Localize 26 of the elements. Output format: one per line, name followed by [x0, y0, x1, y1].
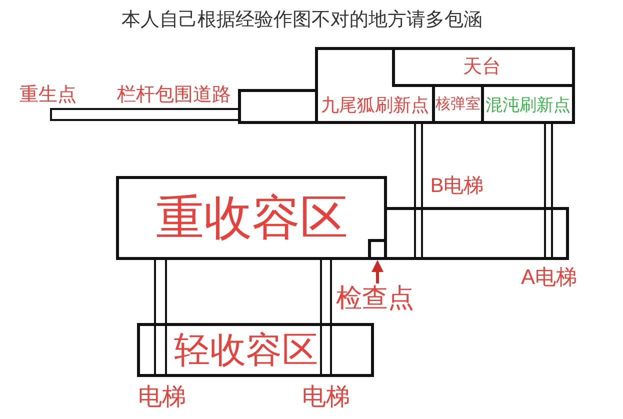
room-label: 核弹室 [436, 96, 480, 114]
elevator-shaft [544, 121, 553, 260]
empty-box [384, 207, 569, 260]
area-label: 九尾狐刷新点 [321, 94, 429, 116]
area-label: 轻收容区 [174, 330, 318, 370]
elevator-label: A电梯 [521, 266, 577, 290]
building-box [315, 47, 575, 124]
road-label: 栏杆包围道路 [117, 84, 231, 106]
area-label: 重收容区 [156, 192, 348, 246]
title: 本人自己根据经验作图不对的地方请多包涵 [122, 9, 482, 31]
elevator-label: B电梯 [430, 174, 484, 198]
room-label: 天台 [463, 56, 501, 78]
elevator-shaft [320, 258, 332, 377]
elevator-shaft [414, 122, 423, 260]
checkpoint-square [368, 239, 387, 260]
road-bar [50, 108, 241, 121]
connector-box [238, 89, 318, 124]
elevator-label: 电梯 [138, 384, 186, 412]
place-label: 重生点 [20, 84, 76, 106]
elevator-label: 电梯 [302, 384, 350, 412]
area-box [116, 176, 387, 260]
arrow [372, 260, 384, 284]
area-box [137, 323, 374, 377]
room-label: 混沌刷新点 [486, 95, 570, 115]
checkpoint-label: 检查点 [336, 283, 414, 313]
elevator-shaft [154, 258, 167, 377]
